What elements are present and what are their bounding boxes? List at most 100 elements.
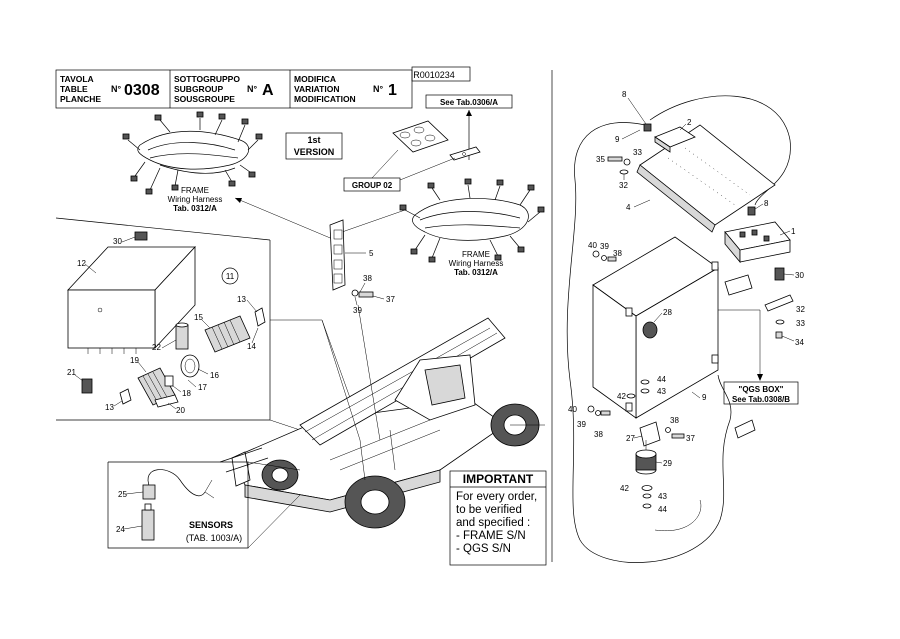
header-table: R0010234 TAVOLA TABLE PLANCHE N° 0308 SO… xyxy=(55,66,471,109)
svg-text:Wiring Harness: Wiring Harness xyxy=(168,195,223,204)
svg-text:9: 9 xyxy=(702,393,707,402)
svg-text:37: 37 xyxy=(386,295,395,304)
mounting-plate xyxy=(392,120,481,161)
table-no-label: N° xyxy=(111,84,121,94)
svg-text:39: 39 xyxy=(577,420,586,429)
subgroup-no-label: N° xyxy=(247,84,257,94)
svg-text:19: 19 xyxy=(130,356,139,365)
svg-text:15: 15 xyxy=(194,313,203,322)
svg-text:9: 9 xyxy=(615,135,620,144)
svg-text:1: 1 xyxy=(791,227,796,236)
svg-text:17: 17 xyxy=(198,383,207,392)
svg-text:Tab. 0312/A: Tab. 0312/A xyxy=(173,204,217,213)
table-label-en: TABLE xyxy=(60,84,88,94)
svg-text:35: 35 xyxy=(596,155,605,164)
svg-text:44: 44 xyxy=(657,375,666,384)
svg-text:Wiring Harness: Wiring Harness xyxy=(449,259,504,268)
svg-text:38: 38 xyxy=(670,416,679,425)
detail-panel: 11 12 30 13 14 15 22 xyxy=(55,217,359,431)
svg-text:16: 16 xyxy=(210,371,219,380)
svg-text:29: 29 xyxy=(663,459,672,468)
svg-text:11: 11 xyxy=(226,272,235,281)
svg-text:8: 8 xyxy=(764,199,769,208)
version-box: 1st VERSION xyxy=(285,132,343,160)
important-title: IMPORTANT xyxy=(463,472,534,486)
svg-text:39: 39 xyxy=(353,306,362,315)
subgroup-number: A xyxy=(262,82,274,99)
sensors-title: SENSORS xyxy=(189,520,233,530)
qgs-box-ref: See Tab.0308/B xyxy=(732,395,790,404)
svg-text:24: 24 xyxy=(116,525,125,534)
svg-text:40: 40 xyxy=(588,241,597,250)
svg-text:- FRAME S/N: - FRAME S/N xyxy=(456,530,526,542)
svg-text:13: 13 xyxy=(105,403,114,412)
variation-label-en: VARIATION xyxy=(294,84,340,94)
svg-text:43: 43 xyxy=(657,387,666,396)
svg-text:1st: 1st xyxy=(307,135,320,145)
machine-illustration xyxy=(219,304,545,529)
svg-text:37: 37 xyxy=(686,434,695,443)
svg-text:FRAME: FRAME xyxy=(462,250,490,259)
svg-text:27: 27 xyxy=(626,434,635,443)
variation-label-it: MODIFICA xyxy=(294,74,336,84)
subgroup-label-en: SUBGROUP xyxy=(174,84,223,94)
sensors-ref: (TAB. 1003/A) xyxy=(186,533,242,543)
svg-text:32: 32 xyxy=(796,305,805,314)
svg-text:22: 22 xyxy=(152,343,161,352)
svg-text:2: 2 xyxy=(687,118,692,127)
sensors-panel: 25 24 SENSORS (TAB. 1003/A) xyxy=(107,461,301,549)
svg-text:5: 5 xyxy=(369,249,374,258)
svg-text:GROUP 02: GROUP 02 xyxy=(352,181,393,190)
svg-text:4: 4 xyxy=(626,203,631,212)
svg-text:FRAME: FRAME xyxy=(181,186,209,195)
svg-text:20: 20 xyxy=(176,406,185,415)
qgs-box-title: "QGS BOX" xyxy=(739,385,784,394)
svg-text:30: 30 xyxy=(113,237,122,246)
connector-plate: 5 38 39 37 xyxy=(329,219,395,315)
svg-text:Tab. 0312/A: Tab. 0312/A xyxy=(454,268,498,277)
variation-label-fr: MODIFICATION xyxy=(294,94,356,104)
important-notice: IMPORTANT For every order, to be verifie… xyxy=(449,470,547,566)
svg-text:28: 28 xyxy=(663,308,672,317)
svg-text:33: 33 xyxy=(633,148,642,157)
variation-number: 1 xyxy=(388,82,397,99)
svg-text:14: 14 xyxy=(247,342,256,351)
svg-text:38: 38 xyxy=(613,249,622,258)
svg-text:13: 13 xyxy=(237,295,246,304)
svg-text:21: 21 xyxy=(67,368,76,377)
ref-code: R0010234 xyxy=(413,70,455,80)
svg-text:- QGS S/N: - QGS S/N xyxy=(456,543,511,555)
table-label-it: TAVOLA xyxy=(60,74,94,84)
svg-text:42: 42 xyxy=(617,392,626,401)
svg-text:43: 43 xyxy=(658,492,667,501)
svg-text:12: 12 xyxy=(77,259,86,268)
variation-no-label: N° xyxy=(373,84,383,94)
subgroup-label-fr: SOUSGROUPE xyxy=(174,94,235,104)
svg-text:See Tab.0306/A: See Tab.0306/A xyxy=(440,98,498,107)
svg-text:and specified :: and specified : xyxy=(456,517,530,529)
svg-text:to be verified: to be verified xyxy=(456,504,522,516)
svg-text:30: 30 xyxy=(795,271,804,280)
table-label-fr: PLANCHE xyxy=(60,94,101,104)
svg-text:44: 44 xyxy=(658,505,667,514)
svg-text:40: 40 xyxy=(568,405,577,414)
right-wiring-harness: FRAME Wiring Harness Tab. 0312/A xyxy=(341,178,545,277)
svg-text:8: 8 xyxy=(622,90,627,99)
subgroup-label-it: SOTTOGRUPPO xyxy=(174,74,240,84)
svg-text:25: 25 xyxy=(118,490,127,499)
svg-text:For every order,: For every order, xyxy=(456,491,537,503)
svg-text:42: 42 xyxy=(620,484,629,493)
svg-text:39: 39 xyxy=(600,242,609,251)
svg-text:33: 33 xyxy=(796,319,805,328)
svg-text:38: 38 xyxy=(594,430,603,439)
table-number: 0308 xyxy=(124,82,160,99)
svg-text:VERSION: VERSION xyxy=(294,147,335,157)
group-02-label: GROUP 02 xyxy=(343,149,456,192)
svg-text:34: 34 xyxy=(795,338,804,347)
svg-text:32: 32 xyxy=(619,181,628,190)
svg-text:18: 18 xyxy=(182,389,191,398)
qgs-assembly: 4 2 8 9 33 35 32 1 8 30 xyxy=(566,90,805,563)
left-wiring-harness: FRAME Wiring Harness Tab. 0312/A xyxy=(122,111,336,241)
